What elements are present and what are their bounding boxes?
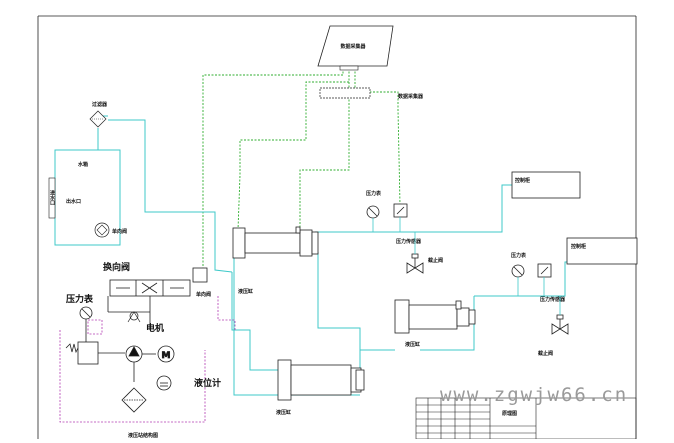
- motor-label: 电机: [146, 322, 164, 334]
- signal-collector-label: 数据采集器: [398, 93, 424, 100]
- pressure-gauge-left: [79, 306, 93, 345]
- level-gauge: [156, 375, 172, 391]
- control-cabinet-b: 控制柜: [566, 237, 638, 265]
- pump-label: 单向阀: [112, 228, 127, 235]
- sensor-a-label: 压力传感器: [396, 238, 422, 245]
- station-filter: [121, 387, 147, 413]
- air-filter: 过滤器: [89, 101, 108, 128]
- watermark-text: www.zgwjw66.cn: [440, 384, 628, 406]
- pressure-gauge-label: 压力表: [66, 293, 94, 305]
- air-filter-label: 过滤器: [92, 101, 108, 108]
- cylinder-3: [277, 359, 365, 401]
- control-b-label: 控制柜: [571, 243, 586, 250]
- valve-a: [406, 232, 424, 274]
- cylinder-2-label: 液压缸: [405, 341, 420, 348]
- svg-text:M: M: [162, 351, 171, 361]
- level-gauge-label: 液位计: [194, 377, 221, 389]
- cylinder-1: [232, 226, 319, 259]
- sensor-b: [537, 263, 552, 296]
- cylinder-3-label: 液压缸: [276, 409, 291, 416]
- water-tank: 进水口 水箱 出水口 单向阀: [49, 149, 127, 246]
- reversing-valve: [107, 279, 191, 330]
- gauge-a-label: 压力表: [366, 190, 382, 197]
- hydraulic-station-outline: [59, 296, 236, 423]
- water-tank-label: 水箱: [77, 161, 88, 168]
- gauge-b-label: 压力表: [511, 252, 527, 259]
- spring-relief-valve: [65, 341, 125, 365]
- title-block-label: 原理图: [502, 410, 517, 417]
- data-collector-label: 数据采集器: [340, 43, 366, 50]
- relief-valve-label: 单向阀: [196, 291, 211, 298]
- check-valve: [127, 311, 141, 323]
- relief-valve: 单向阀: [192, 267, 211, 298]
- drawing-frame: [37, 15, 637, 439]
- reversing-valve-label: 换向阀: [103, 261, 130, 273]
- data-collector: 数据采集器 数据采集器: [317, 25, 424, 100]
- sensor-b-label: 压力传感器: [540, 296, 566, 303]
- outlet-label: 出水口: [66, 198, 81, 205]
- sensor-a: [393, 203, 408, 232]
- control-cabinet-a: 控制柜: [511, 171, 581, 199]
- control-a-label: 控制柜: [515, 177, 530, 184]
- valve-b-label: 截止阀: [538, 350, 553, 357]
- gauge-a: [366, 205, 380, 232]
- cylinder-1-label: 液压缸: [238, 288, 253, 295]
- valve-b: [551, 296, 569, 335]
- water-inlet-label: 进水口: [49, 189, 56, 206]
- signal-lines: [202, 68, 401, 268]
- gauge-b: [511, 264, 525, 296]
- valve-a-label: 截止阀: [428, 257, 443, 264]
- hydraulic-station-label: 液压站结构图: [128, 432, 158, 439]
- cylinder-2: [394, 299, 476, 334]
- pump-motor: M: [125, 345, 175, 382]
